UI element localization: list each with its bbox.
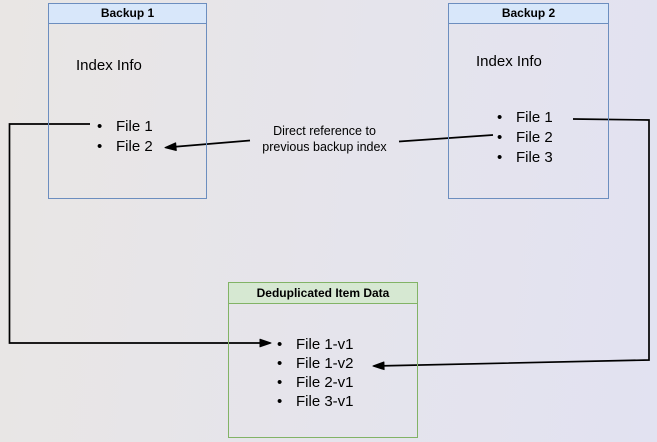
backup1-index-label: Index Info xyxy=(76,57,142,74)
direct-reference-label-line1: Direct reference to xyxy=(273,124,376,138)
file-list-item: File 2 xyxy=(449,127,553,147)
backup2-title: Backup 2 xyxy=(449,4,608,24)
file-list-item: File 2 xyxy=(49,136,153,156)
file-list-item: File 3 xyxy=(449,147,553,167)
dedup-file-list: File 1-v1 File 1-v2 File 2-v1 File 3-v1 xyxy=(229,335,354,411)
dedup-title: Deduplicated Item Data xyxy=(229,283,417,304)
direct-reference-label: Direct reference to previous backup inde… xyxy=(242,124,407,155)
backup1-file-list: File 1 File 2 xyxy=(49,116,153,156)
file-list-item: File 1 xyxy=(49,116,153,136)
file-list-item: File 1 xyxy=(449,107,553,127)
backup2-index-label: Index Info xyxy=(476,53,542,70)
dedup-node: Deduplicated Item Data File 1-v1 File 1-… xyxy=(228,282,418,438)
file-list-item: File 3-v1 xyxy=(229,392,354,411)
backup2-node: Backup 2 Index Info File 1 File 2 File 3 xyxy=(448,3,609,199)
file-list-item: File 1-v2 xyxy=(229,354,354,373)
backup1-node: Backup 1 Index Info File 1 File 2 xyxy=(48,3,207,199)
backup2-file-list: File 1 File 2 File 3 xyxy=(449,107,553,167)
file-list-item: File 2-v1 xyxy=(229,373,354,392)
direct-reference-label-line2: previous backup index xyxy=(262,139,387,154)
file-list-item: File 1-v1 xyxy=(229,335,354,354)
backup1-title: Backup 1 xyxy=(49,4,206,24)
